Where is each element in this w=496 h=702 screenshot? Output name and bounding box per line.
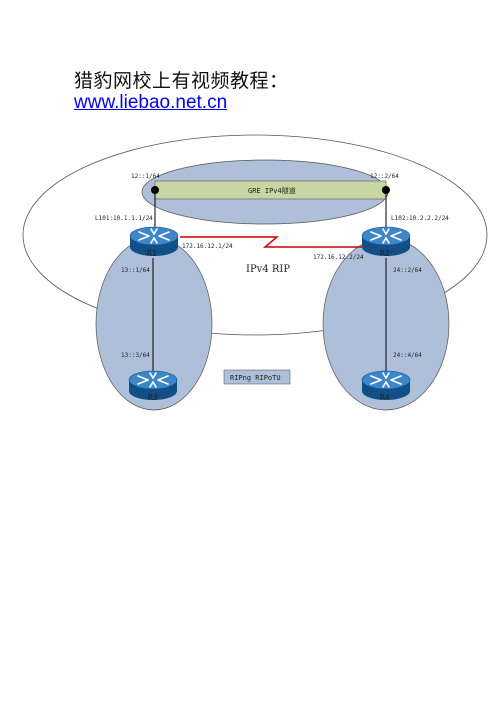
router-r4-name: R4 (380, 393, 390, 402)
r2-loopback: L102:10.2.2.2/24 (391, 215, 449, 222)
r4-lan-ip: 24::4/64 (393, 352, 422, 359)
ipv4-rip-label: IPv4 RIP (246, 264, 290, 275)
r1-serial-ip: 172.16.12.1/24 (182, 243, 233, 250)
router-r2-name: R2 (380, 249, 390, 258)
r1-loopback: L101:10.1.1.1/24 (95, 215, 153, 222)
r3-lan-ip: 13::3/64 (121, 352, 150, 359)
r1-lan-ip: 13::1/64 (121, 267, 150, 274)
ripng-box (223, 369, 291, 385)
router-r1-name: R1 (147, 249, 157, 258)
page-heading: 猎豹网校上有视频教程： (74, 70, 289, 92)
r2-tunnel-ip: 12::2/64 (370, 173, 399, 180)
router-r3-name: R3 (148, 393, 158, 402)
ripng-box-label: RIPng RIPoTU (230, 374, 281, 382)
serial-link (180, 236, 362, 248)
r1-tunnel-ip: 12::1/64 (131, 173, 160, 180)
site-link[interactable]: www.liebao.net.cn (74, 92, 228, 113)
tunnel-label: GRE IPv4隧道 (248, 186, 296, 195)
r2-lan-ip: 24::2/64 (393, 267, 422, 274)
r2-serial-ip: 172.16.12.2/24 (313, 254, 364, 261)
